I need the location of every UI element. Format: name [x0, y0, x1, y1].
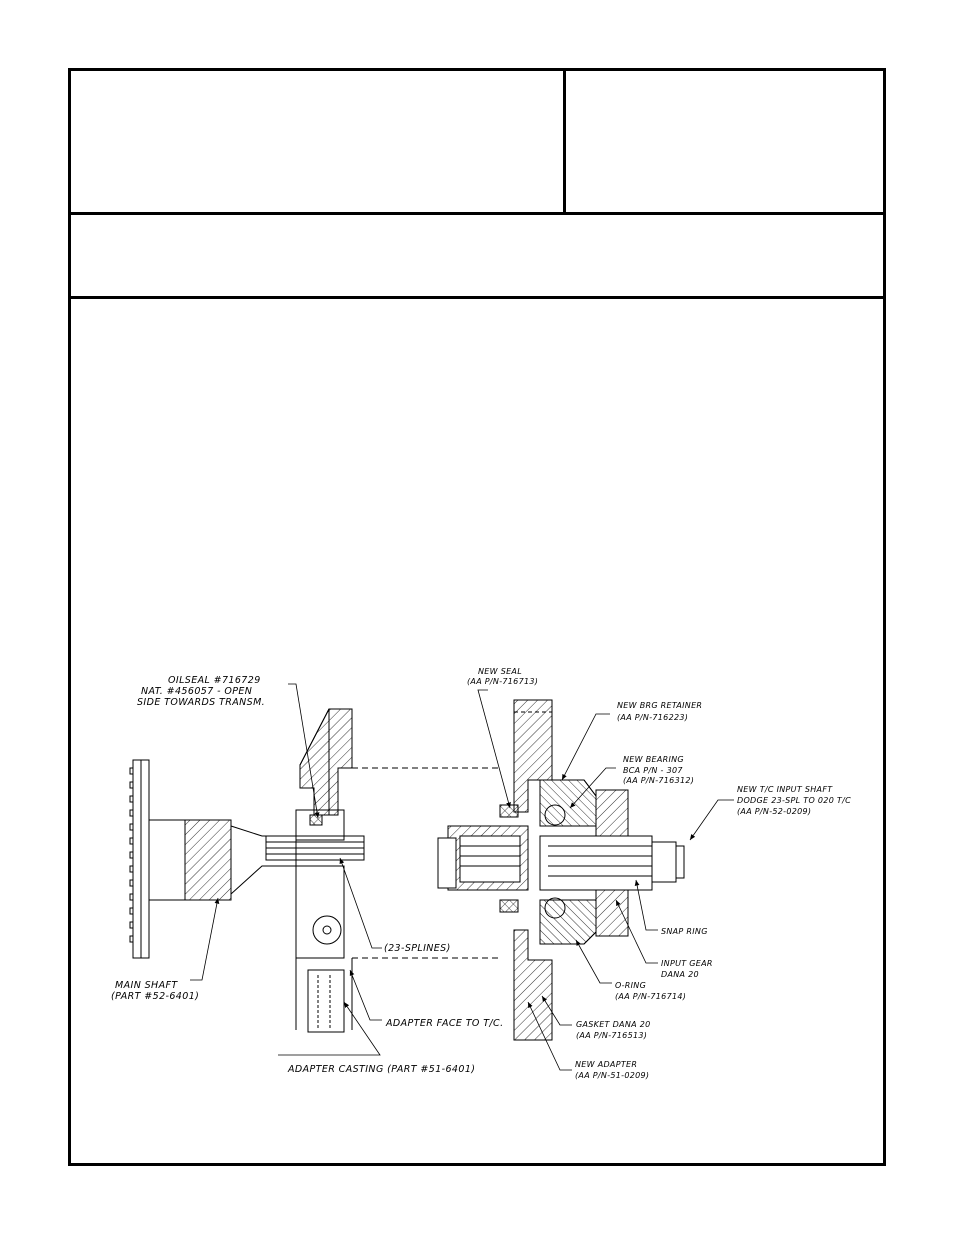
- oilseal-label-3: SIDE TOWARDS TRANSM.: [137, 697, 265, 708]
- o-ring-label-1: O-RING: [615, 981, 646, 990]
- o-ring-label-2: (AA P/N-716714): [615, 992, 686, 1001]
- new-bearing-label-3: (AA P/N-716312): [623, 776, 694, 785]
- new-bearing-label-1: NEW BEARING: [623, 755, 684, 764]
- input-shaft-label-1: NEW T/C INPUT SHAFT: [737, 785, 833, 794]
- right-assembly: [437, 699, 685, 1041]
- new-adapter-label-2: (AA P/N-51-0209): [575, 1071, 649, 1080]
- header-divider: [71, 212, 883, 215]
- new-bearing-label-2: BCA P/N - 307: [623, 766, 683, 775]
- brg-retainer-label-2: (AA P/N-716223): [617, 713, 688, 722]
- gasket-label-1: GASKET DANA 20: [576, 1020, 651, 1029]
- oilseal-label-1: OILSEAL #716729: [168, 675, 261, 686]
- leader-lines: [190, 683, 734, 1071]
- subtitle-divider: [71, 296, 883, 299]
- input-gear-label-1: INPUT GEAR: [661, 959, 713, 968]
- adapter-casting-label: ADAPTER CASTING (PART #51-6401): [287, 1064, 475, 1075]
- input-shaft-label-2: DODGE 23-SPL TO 020 T/C: [737, 796, 851, 805]
- new-seal-label-2: (AA P/N-716713): [467, 677, 538, 686]
- input-gear-label-2: DANA 20: [661, 970, 699, 979]
- gasket-label-2: (AA P/N-716513): [576, 1031, 647, 1040]
- main-shaft: [129, 759, 365, 959]
- callout-labels: OILSEAL #716729 NAT. #456057 - OPEN SIDE…: [111, 667, 851, 1080]
- adapter-casting: [295, 708, 498, 1033]
- adapter-face-label: ADAPTER FACE TO T/C.: [385, 1018, 504, 1029]
- main-shaft-label-1: MAIN SHAFT: [115, 980, 178, 991]
- splines-label: (23-SPLINES): [384, 943, 451, 954]
- drawing-sheet-frame: [68, 68, 886, 1166]
- brg-retainer-label-1: NEW BRG RETAINER: [617, 701, 702, 710]
- new-seal-label-1: NEW SEAL: [478, 667, 522, 676]
- main-shaft-label-2: (PART #52-6401): [111, 991, 199, 1002]
- oilseal-label-2: NAT. #456057 - OPEN: [141, 686, 252, 697]
- input-shaft-label-3: (AA P/N-52-0209): [737, 807, 811, 816]
- new-adapter-label-1: NEW ADAPTER: [575, 1060, 637, 1069]
- title-divider: [563, 71, 566, 212]
- snap-ring-label: SNAP RING: [661, 927, 708, 936]
